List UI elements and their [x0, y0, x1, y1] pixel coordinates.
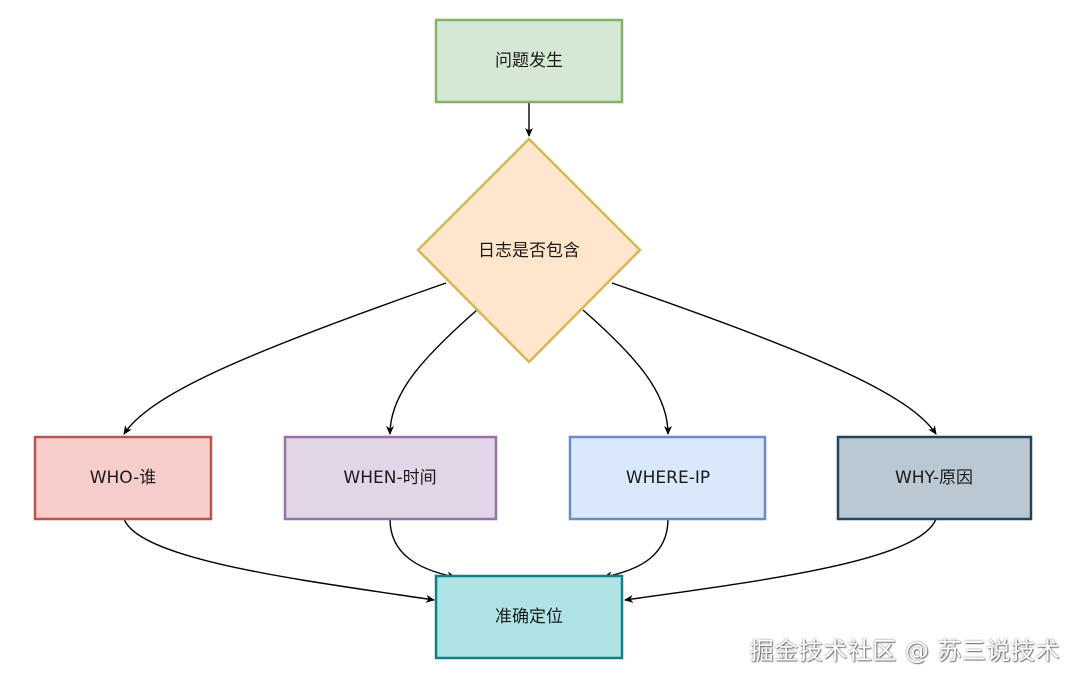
node-who: WHO-谁 [33, 435, 213, 521]
node-problem-occurs-label: 问题发生 [495, 51, 563, 71]
edge-decision-to-when [386, 309, 478, 435]
node-where-label: WHERE-IP [626, 468, 710, 488]
node-accurate-location-label: 准确定位 [495, 607, 563, 627]
edge-decision-to-who [123, 282, 447, 435]
node-when: WHEN-时间 [283, 435, 498, 521]
edge-decision-to-why [611, 282, 937, 435]
node-why: WHY-原因 [836, 435, 1033, 521]
node-who-label: WHO-谁 [90, 468, 157, 488]
node-when-label: WHEN-时间 [343, 468, 436, 488]
node-where: WHERE-IP [568, 435, 767, 521]
watermark: 掘金技术社区 @ 苏三说技术 [749, 637, 1060, 665]
node-accurate-location: 准确定位 [434, 574, 624, 660]
connectors [123, 102, 937, 603]
node-why-label: WHY-原因 [895, 468, 973, 488]
edge-who-to-result [123, 518, 435, 603]
edge-where-to-result [603, 518, 669, 580]
edge-when-to-result [389, 518, 456, 580]
edge-decision-to-where [582, 309, 672, 435]
node-problem-occurs: 问题发生 [434, 18, 624, 104]
node-log-contains-decision: 日志是否包含 [416, 137, 642, 364]
node-log-contains-label: 日志是否包含 [478, 241, 580, 261]
edge-why-to-result [624, 518, 937, 603]
